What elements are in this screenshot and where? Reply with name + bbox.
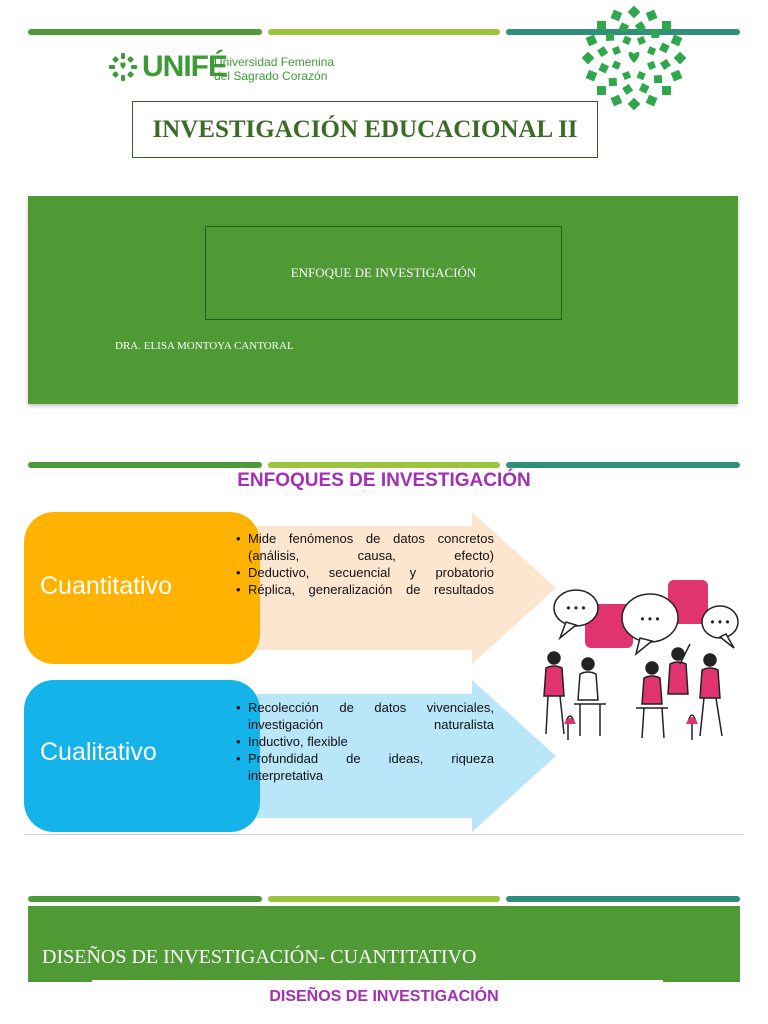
list-item: Inductivo, flexible (236, 733, 494, 750)
bubble-dots: • • • (566, 601, 585, 615)
course-title: INVESTIGACIÓN EDUCACIONAL II (152, 115, 578, 143)
author-name: DRA. ELISA MONTOYA CANTORAL (115, 340, 294, 352)
qualitative-box: Cualitativo (24, 680, 260, 832)
emblem-petal (650, 29, 660, 39)
emblem-petal (596, 86, 606, 96)
approaches-title: ENFOQUES DE INVESTIGACIÓN (237, 470, 531, 491)
decor-bar-green (28, 29, 262, 35)
bubble-dots: • • • (640, 612, 659, 626)
decor-bar-lime (268, 896, 500, 902)
emblem-petal (645, 9, 658, 22)
topic-box: ENFOQUE DE INVESTIGACIÓN (205, 226, 562, 320)
emblem-petal (598, 62, 610, 74)
speech-bubble-icon (553, 580, 739, 657)
emblem-petal (636, 35, 646, 46)
emblem-petal (605, 32, 615, 42)
emblem-petal (647, 46, 657, 56)
content-strip (92, 980, 663, 1024)
emblem-petal (627, 97, 641, 111)
list-item: Deductivo, secuencial y probatorio (236, 564, 494, 581)
designs-subtitle: DISEÑOS DE INVESTIGACIÓN (269, 988, 499, 1005)
emblem-petal (634, 21, 646, 33)
decor-bar-green (28, 462, 262, 468)
emblem-petal (618, 22, 630, 34)
emblem-petal (670, 69, 683, 82)
emblem-petal (581, 51, 595, 65)
qualitative-bullets: Recolección de datos vivenciales, invest… (236, 699, 494, 784)
emblem-petal (622, 70, 632, 81)
emblem-petal (597, 46, 609, 58)
emblem-petal (673, 51, 687, 65)
emblem-petal (585, 34, 598, 47)
list-item: Profundidad de ideas, riqueza interpreta… (236, 750, 494, 784)
emblem-petal (585, 69, 598, 82)
quantitative-box: Cuantitativo (24, 512, 260, 664)
list-item: Réplica, generalización de resultados (236, 581, 494, 598)
emblem-petal (645, 94, 658, 107)
emblem-petal (610, 9, 623, 22)
emblem-petal (627, 5, 641, 19)
qualitative-label: Cualitativo (40, 738, 157, 766)
decor-bar-teal (506, 896, 740, 902)
people-conversation-illustration: • • • • • • • • • (543, 580, 739, 740)
emblem-petal (646, 60, 657, 70)
emblem-petal (608, 77, 618, 87)
emblem-petal (611, 60, 621, 70)
emblem-petal (638, 82, 650, 94)
unife-flower-icon (109, 53, 137, 81)
emblem-petal (659, 58, 671, 70)
decor-bar-lime (268, 462, 500, 468)
decor-bar-lime (268, 29, 500, 35)
decor-bar-green (28, 896, 262, 902)
topic-title: ENFOQUE DE INVESTIGACIÓN (290, 265, 477, 280)
emblem-petal (658, 42, 670, 54)
decor-bar-teal (506, 462, 740, 468)
emblem-petal (662, 20, 672, 30)
slide-divider (24, 834, 744, 835)
decor-bar-teal (506, 29, 740, 35)
emblem-petal (653, 74, 663, 84)
designs-panel (28, 906, 740, 982)
quantitative-bullets: Mide fenómenos de datos concretos (análi… (236, 530, 494, 598)
emblem-petal (622, 35, 632, 45)
emblem-petal (611, 46, 622, 56)
emblem-petal (610, 94, 623, 107)
flower-emblem-icon (581, 5, 687, 111)
designs-heading: DISEÑOS DE INVESTIGACIÓN- CUANTITATIVO (42, 946, 477, 968)
emblem-petal (662, 86, 672, 96)
logo-subtitle: Universidad Femenina del Sagrado Corazón (214, 55, 335, 83)
list-item: Recolección de datos vivenciales, invest… (236, 699, 494, 733)
emblem-petal (596, 20, 606, 30)
logo-wordmark: UNIFÉ (142, 50, 228, 83)
cover-panel (28, 196, 738, 404)
bubble-dots: • • • (710, 615, 729, 629)
list-item: Mide fenómenos de datos concretos (análi… (236, 530, 494, 564)
emblem-petal (622, 83, 634, 95)
quantitative-label: Cuantitativo (40, 572, 173, 600)
emblem-petal (636, 71, 646, 81)
emblem-petal (670, 34, 683, 47)
course-title-box: INVESTIGACIÓN EDUCACIONAL II (132, 101, 598, 158)
